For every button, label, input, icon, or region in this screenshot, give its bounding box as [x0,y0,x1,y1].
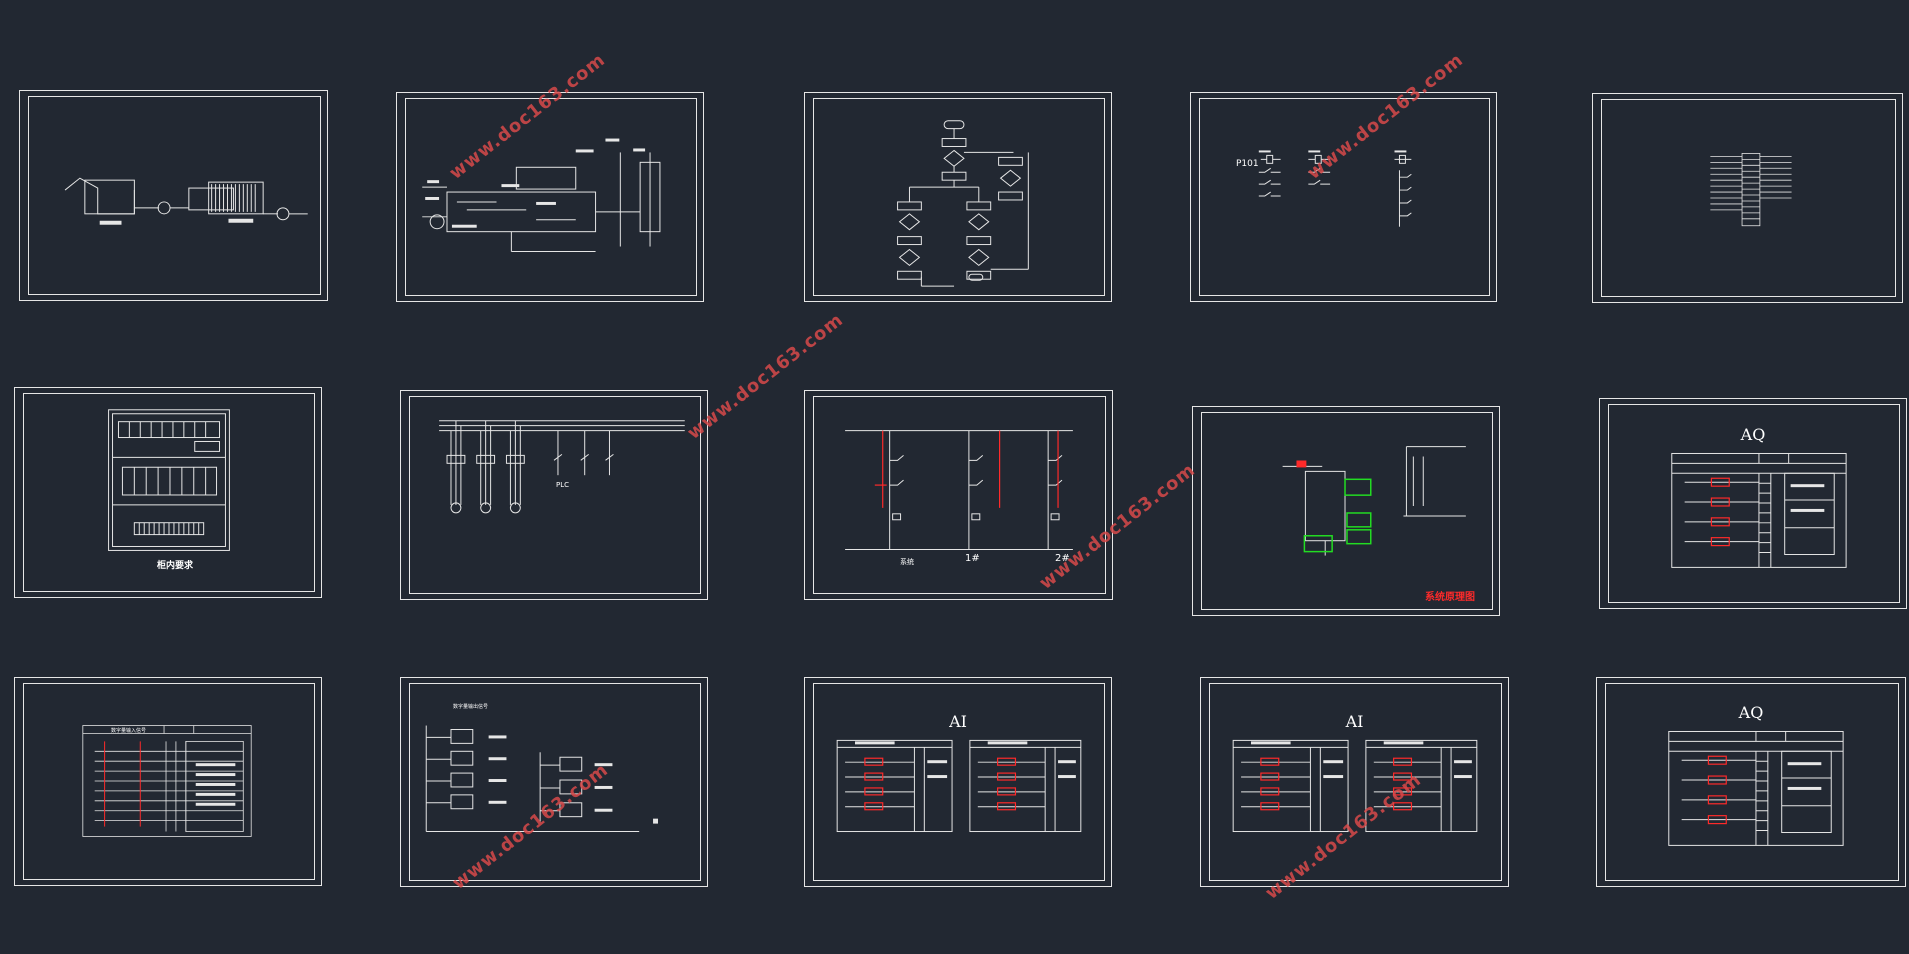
drawing-sheet-process-pid[interactable] [396,92,704,302]
drawing-sheet-di-table[interactable]: 数字量输入信号 [14,677,322,886]
do-header: 数字量输出信号 [453,704,489,710]
ladder-label-2: 2# [1055,553,1070,564]
aq-title-2: AQ [1738,703,1764,722]
ai-title: AI [949,712,967,731]
aq-title: AQ [1740,425,1766,444]
sheet-border [409,396,701,594]
sheet-border [1209,683,1502,881]
do-wiring-drawing [425,725,658,833]
sheet-border [28,96,321,295]
pump-label: P101 [1236,159,1259,169]
power-circuit-drawing [439,420,685,514]
drawing-sheet-terminal-list[interactable] [1592,93,1903,303]
flowchart-drawing [897,120,1029,287]
di-wiring-table [82,725,252,837]
sheet-border [1199,98,1490,296]
schematic-title: 系统原理图 [1425,592,1475,603]
drawing-sheet-do-wiring[interactable]: 数字量输出信号 [400,677,708,887]
drawing-sheet-control-circuit[interactable]: P101 [1190,92,1497,302]
sheet-border [1608,404,1900,603]
sheet-border [23,683,315,880]
ai-wiring-tables-2 [1232,739,1478,833]
sheet-border [1201,412,1493,610]
drawing-sheet-process-diagram-small[interactable] [19,90,328,301]
aq-wiring-table [1671,452,1847,568]
pid-drawing [422,138,661,252]
terminal-strip-drawing [1710,153,1792,227]
plc-label: PLC [556,481,570,489]
drawing-sheet-ai-table-2[interactable]: AI [1200,677,1509,887]
ladder-drawing [845,430,1073,550]
schematic-drawing [1282,446,1466,556]
drawing-sheet-power-circuit[interactable]: PLC [400,390,708,600]
cabinet-caption: 柜内要求 [157,561,194,571]
drawing-sheet-aq-table-1[interactable]: AQ [1599,398,1907,609]
sheet-border [813,98,1105,296]
ai-title-2: AI [1345,712,1364,731]
drawing-sheet-cabinet-layout[interactable]: 柜内要求 [14,387,322,598]
ladder-label-system: 系统 [900,558,914,566]
sheet-border [813,396,1106,594]
di-header: 数字量输入信号 [111,728,147,734]
process-flow-drawing [64,177,308,225]
sheet-border [1605,683,1899,881]
sheet-border [405,98,697,296]
drawing-sheet-aq-table-2[interactable]: AQ [1596,677,1906,887]
sheet-border [813,683,1105,881]
relay-circuit-drawing [1258,150,1412,227]
drawing-sheet-flowchart[interactable] [804,92,1112,302]
aq-wiring-table-2 [1668,730,1844,846]
drawing-sheet-ladder-diagram[interactable]: 系统 1# 2# [804,390,1113,600]
cabinet-layout-drawing [108,409,230,551]
ladder-label-1: 1# [965,553,980,564]
sheet-border [1601,99,1896,297]
sheet-border [409,683,701,881]
drawing-sheet-system-schematic[interactable]: 系统原理图 [1192,406,1500,616]
sheet-border [23,393,315,592]
drawing-sheet-ai-table-1[interactable]: AI [804,677,1112,887]
ai-wiring-tables [836,739,1082,833]
